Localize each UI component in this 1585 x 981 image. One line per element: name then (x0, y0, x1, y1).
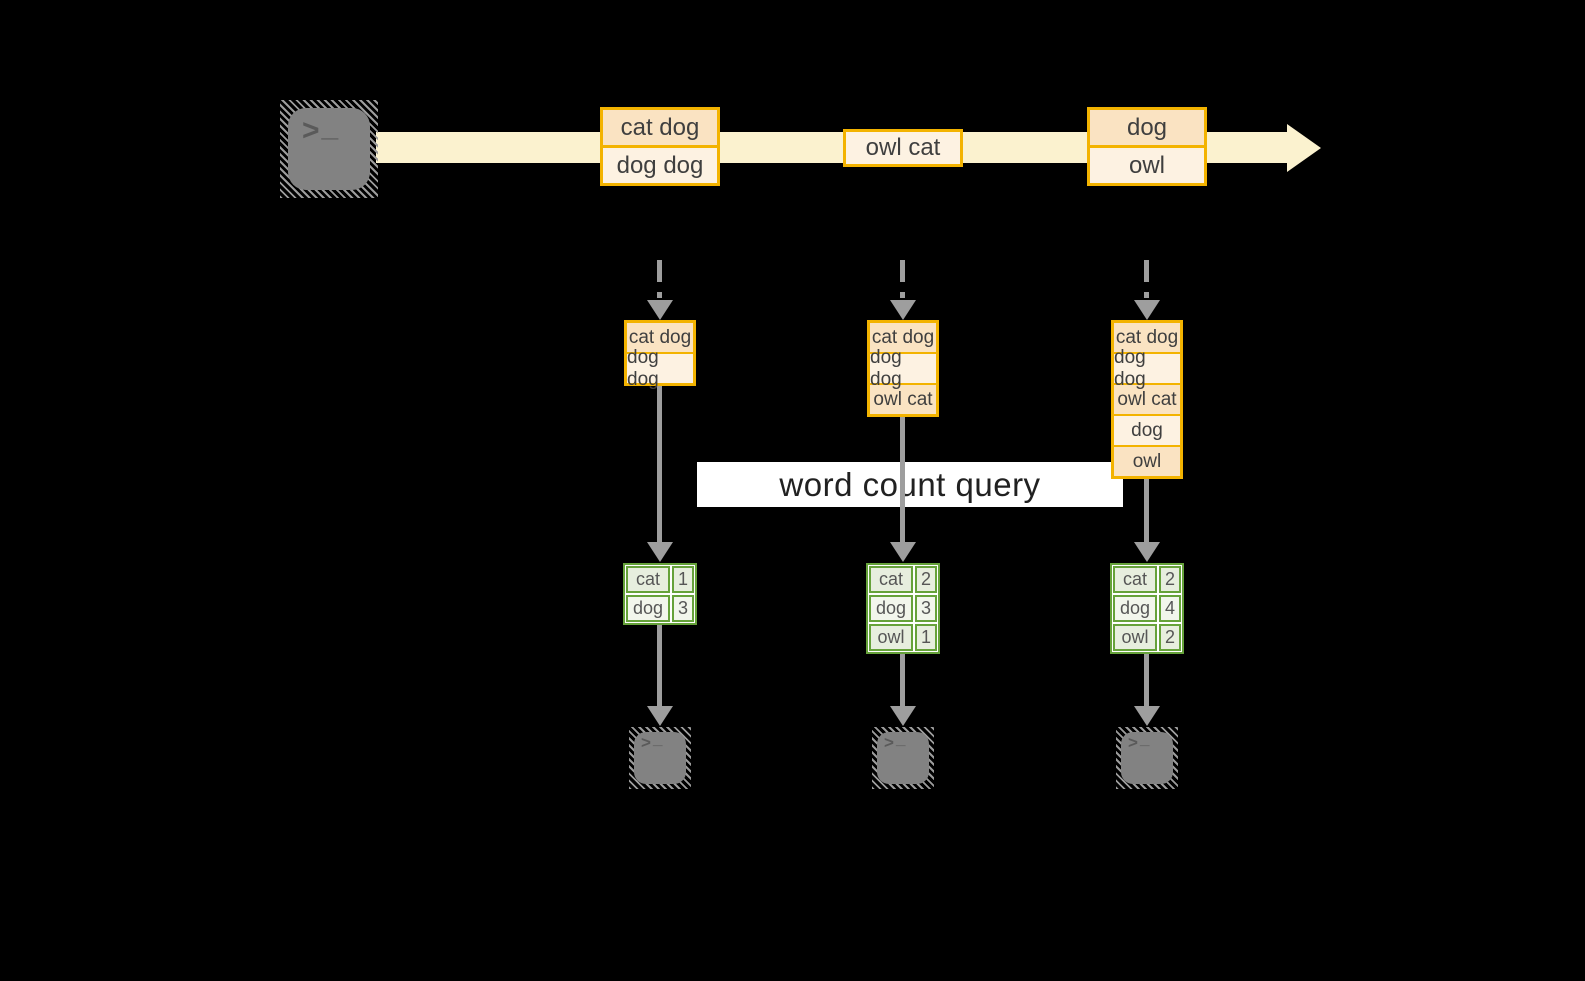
word-cell: cat (869, 566, 913, 593)
count-cell: 1 (915, 624, 937, 651)
dashed-arrow-line (1144, 260, 1149, 298)
count-cell: 3 (672, 595, 694, 622)
terminal-screen (288, 108, 370, 190)
source-terminal-icon: >_ (280, 100, 378, 198)
prompt-chevron: > (1128, 733, 1138, 752)
buffer-item: dog dog (870, 347, 936, 390)
word-cell: dog (626, 595, 670, 622)
dashed-arrow-head (890, 300, 916, 320)
prompt-chevron: > (884, 733, 894, 752)
count-cell: 1 (672, 566, 694, 593)
flow-line (900, 653, 905, 708)
count-cell: 3 (915, 595, 937, 622)
terminal-screen (634, 732, 686, 784)
word-count-table-1: cat 1 dog 3 (623, 563, 697, 625)
flow-arrow-head (1134, 542, 1160, 562)
buffer-item: owl cat (870, 383, 936, 414)
output-terminal-icon-3: >_ (1116, 727, 1178, 789)
flow-arrow-head (647, 706, 673, 726)
stream-message-line: cat dog (603, 110, 717, 145)
prompt-chevron: > (641, 733, 651, 752)
terminal-screen (877, 732, 929, 784)
dashed-arrow-head (1134, 300, 1160, 320)
dashed-arrow-line (657, 260, 662, 298)
word-cell: dog (869, 595, 913, 622)
buffer-item: dog dog (1114, 347, 1180, 390)
stream-message-line: dog dog (603, 145, 717, 183)
prompt-chevron: > (302, 114, 320, 147)
word-count-table-3: cat 2 dog 4 owl 2 (1110, 563, 1184, 654)
buffer-item: dog dog (627, 347, 693, 390)
count-cell: 4 (1159, 595, 1181, 622)
buffer-item: dog (1114, 414, 1180, 445)
word-count-table-2: cat 2 dog 3 owl 1 (866, 563, 940, 654)
dashed-arrow-line (900, 260, 905, 298)
buffer-item: owl (1114, 445, 1180, 476)
flow-line (900, 416, 905, 542)
flow-arrow-head (890, 706, 916, 726)
buffer-item: owl cat (1114, 383, 1180, 414)
output-terminal-icon-2: >_ (872, 727, 934, 789)
flow-line (657, 385, 662, 542)
stream-message-line: owl cat (846, 132, 960, 164)
output-terminal-icon-1: >_ (629, 727, 691, 789)
terminal-prompt: >_ (1128, 729, 1149, 753)
flow-arrow-head (647, 542, 673, 562)
prompt-underscore: _ (652, 729, 663, 748)
flow-line (657, 624, 662, 708)
word-cell: owl (1113, 624, 1157, 651)
word-cell: owl (869, 624, 913, 651)
message-buffer-1: cat dog dog dog (624, 320, 696, 390)
message-buffer-3: cat dog dog dog owl cat dog owl (1111, 320, 1183, 479)
word-cell: cat (626, 566, 670, 593)
query-label: word count query (779, 465, 1041, 503)
dashed-arrow-head (647, 300, 673, 320)
stream-message-2: owl cat (843, 129, 963, 167)
terminal-prompt: >_ (884, 729, 905, 753)
buffer-item: cat dog (1114, 323, 1180, 352)
prompt-underscore: _ (1139, 729, 1150, 748)
prompt-underscore: _ (895, 729, 906, 748)
terminal-prompt: >_ (641, 729, 662, 753)
word-cell: cat (1113, 566, 1157, 593)
count-cell: 2 (915, 566, 937, 593)
count-cell: 2 (1159, 624, 1181, 651)
terminal-prompt: >_ (302, 110, 338, 148)
stream-message-1: cat dog dog dog (600, 107, 720, 186)
stream-message-3: dog owl (1087, 107, 1207, 186)
query-banner: word count query (697, 462, 1123, 507)
flow-arrow-head (1134, 706, 1160, 726)
buffer-item: cat dog (627, 323, 693, 352)
message-buffer-2: cat dog dog dog owl cat (867, 320, 939, 417)
stream-arrow-head (1287, 124, 1321, 172)
flow-arrow-head (890, 542, 916, 562)
word-cell: dog (1113, 595, 1157, 622)
terminal-screen (1121, 732, 1173, 784)
flow-line (1144, 478, 1149, 542)
buffer-item: cat dog (870, 323, 936, 352)
flow-line (1144, 653, 1149, 708)
prompt-underscore: _ (321, 110, 339, 143)
count-cell: 2 (1159, 566, 1181, 593)
stream-message-line: owl (1090, 145, 1204, 183)
stream-message-line: dog (1090, 110, 1204, 145)
